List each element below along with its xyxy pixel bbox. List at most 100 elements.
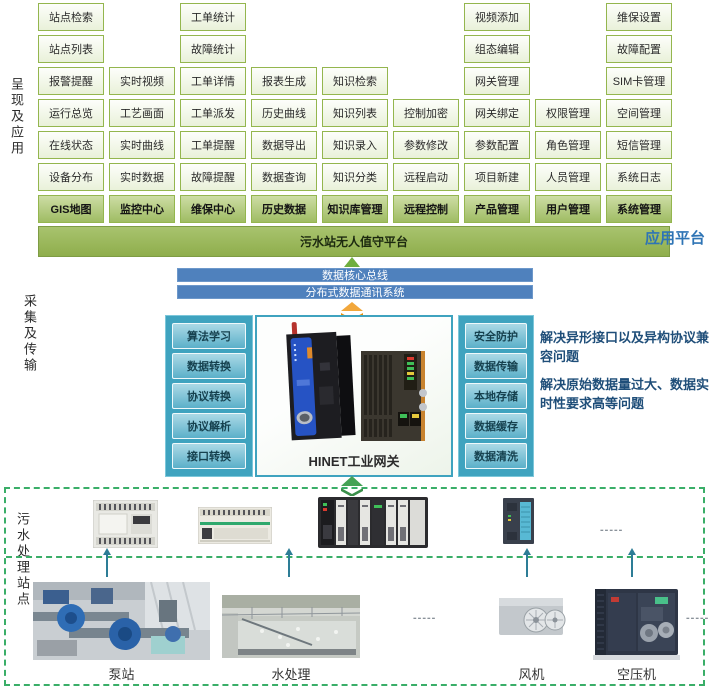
app-grid-cell: 知识列表 [322, 99, 388, 127]
fan-unit-photo [496, 590, 567, 642]
water-treatment-photo [221, 595, 361, 658]
app-grid-cell: 报表生成 [251, 67, 317, 95]
pump-station-photo [33, 581, 210, 660]
app-grid-header-cell: 产品管理 [464, 195, 530, 223]
gateway-function-chip: 协议解析 [172, 413, 246, 439]
app-grid-cell: 空间管理 [606, 99, 672, 127]
app-grid-header-cell: 用户管理 [535, 195, 601, 223]
equipment-label-fan: 风机 [518, 667, 545, 682]
app-grid-cell: 故障提醒 [180, 163, 246, 191]
section-label-presentation: 呈现及应用 [9, 77, 24, 157]
plc-compact-image [92, 499, 159, 549]
data-core-bus-bar: 数据核心总线 [177, 268, 533, 282]
app-grid-cell: 工单派发 [180, 99, 246, 127]
solution-text-2: 解决原始数据量过大、数据实时性要求高等问题 [540, 377, 710, 411]
section-label-collection: 采集及传输 [22, 294, 37, 374]
app-grid-cell: 历史曲线 [251, 99, 317, 127]
section-label-station: 污水处理站点 [15, 512, 30, 608]
app-grid-cell: 知识分类 [322, 163, 388, 191]
app-grid-cell: 运行总览 [38, 99, 104, 127]
app-grid-cell: 工艺画面 [109, 99, 175, 127]
app-grid-header-cell: 维保中心 [180, 195, 246, 223]
gateway-caption: HINET工业网关 [308, 454, 400, 469]
distributed-data-comm-bar: 分布式数据通讯系统 [177, 285, 533, 299]
up-arrow-green-icon [341, 476, 363, 501]
equipment-label-water: 水处理 [271, 667, 311, 682]
app-grid-header-cell: 监控中心 [109, 195, 175, 223]
app-grid-cell: 实时曲线 [109, 131, 175, 159]
app-grid-cell: 控制加密 [393, 99, 459, 127]
gateway-function-chip: 本地存储 [465, 383, 527, 409]
application-feature-grid: 站点检索工单统计视频添加维保设置站点列表故障统计组态编辑故障配置报警提醒实时视频… [38, 3, 672, 223]
app-grid-cell: 项目新建 [464, 163, 530, 191]
app-grid-cell: 人员管理 [535, 163, 601, 191]
app-grid-cell: 站点列表 [38, 35, 104, 63]
gateway-function-chip: 协议转换 [172, 383, 246, 409]
app-grid-cell: 数据导出 [251, 131, 317, 159]
app-grid-cell: 知识检索 [322, 67, 388, 95]
up-arrow-teal-icon [102, 548, 112, 578]
plc-long-image [197, 506, 273, 545]
up-arrow-teal-icon [284, 548, 294, 578]
app-grid-cell: 数据查询 [251, 163, 317, 191]
gateway-function-chip: 数据传输 [465, 353, 527, 379]
app-grid-cell: 工单统计 [180, 3, 246, 31]
solution-text-1: 解决异形接口以及异构协议兼容问题 [540, 330, 710, 364]
gateway-device-illustration [286, 322, 427, 441]
gateway-function-chip: 接口转换 [172, 443, 246, 469]
gateway-function-chip: 数据转换 [172, 353, 246, 379]
app-grid-cell: 工单提醒 [180, 131, 246, 159]
app-grid-cell: 视频添加 [464, 3, 530, 31]
up-arrow-teal-icon [627, 548, 637, 578]
app-grid-header-cell: 知识库管理 [322, 195, 388, 223]
app-grid-cell: 系统日志 [606, 163, 672, 191]
up-arrow-green-small-icon [344, 257, 360, 267]
equipment-label-pump: 泵站 [108, 667, 135, 682]
gateway-box: HINET工业网关 [255, 315, 453, 477]
up-arrow-teal-icon [522, 548, 532, 578]
gateway-right-functions: 安全防护数据传输本地存储数据缓存数据清洗 [458, 315, 534, 477]
app-grid-cell: 站点检索 [38, 3, 104, 31]
gateway-function-chip: 数据清洗 [465, 443, 527, 469]
plc-siemens-image [503, 498, 534, 544]
app-grid-cell: 故障配置 [606, 35, 672, 63]
application-platform-label: 应用平台 [645, 230, 706, 247]
equipment-row-ellipsis: ----- [413, 612, 437, 624]
app-grid-cell: 设备分布 [38, 163, 104, 191]
platform-banner: 污水站无人值守平台 [38, 226, 670, 257]
app-grid-cell: 工单详情 [180, 67, 246, 95]
plc-row-ellipsis: ----- [600, 524, 624, 536]
gateway-function-chip: 数据缓存 [465, 413, 527, 439]
app-grid-cell: 参数配置 [464, 131, 530, 159]
app-grid-cell: 角色管理 [535, 131, 601, 159]
app-grid-cell: 权限管理 [535, 99, 601, 127]
app-grid-cell: 组态编辑 [464, 35, 530, 63]
app-grid-cell: 维保设置 [606, 3, 672, 31]
station-divider-line [6, 556, 703, 558]
plc-rack-image [318, 497, 428, 548]
gateway-function-chip: 安全防护 [465, 323, 527, 349]
app-grid-cell: 远程启动 [393, 163, 459, 191]
app-grid-header-cell: 历史数据 [251, 195, 317, 223]
station-dashed-box [4, 487, 705, 686]
app-grid-cell: 网关管理 [464, 67, 530, 95]
app-grid-cell: 报警提醒 [38, 67, 104, 95]
equipment-row-ellipsis-right: ----- [686, 612, 710, 624]
app-grid-header-cell: 远程控制 [393, 195, 459, 223]
gateway-left-functions: 算法学习数据转换协议转换协议解析接口转换 [165, 315, 253, 477]
app-grid-cell: 实时数据 [109, 163, 175, 191]
app-grid-cell: 故障统计 [180, 35, 246, 63]
app-grid-header-cell: 系统管理 [606, 195, 672, 223]
app-grid-cell: 参数修改 [393, 131, 459, 159]
platform-banner-label: 污水站无人值守平台 [299, 235, 408, 249]
app-grid-cell: 网关绑定 [464, 99, 530, 127]
app-grid-cell: 在线状态 [38, 131, 104, 159]
app-grid-cell: 知识录入 [322, 131, 388, 159]
gateway-function-chip: 算法学习 [172, 323, 246, 349]
air-compressor-photo [593, 587, 680, 660]
app-grid-cell: SIM卡管理 [606, 67, 672, 95]
app-grid-cell: 短信管理 [606, 131, 672, 159]
app-grid-header-cell: GIS地图 [38, 195, 104, 223]
equipment-label-compressor: 空压机 [616, 667, 656, 682]
